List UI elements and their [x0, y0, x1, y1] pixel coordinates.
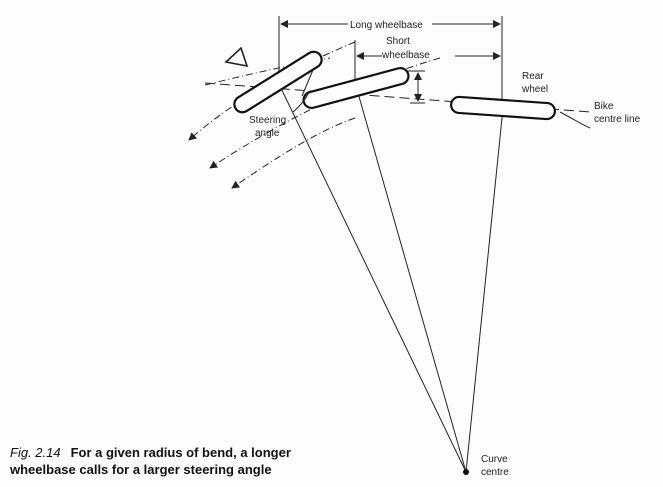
figure-caption-line-1: Fig. 2.14 For a given radius of bend, a … — [10, 444, 291, 461]
curve-centre-point — [463, 469, 469, 475]
steering-angle-label-2: angle — [255, 128, 280, 139]
rear-wheel — [450, 95, 556, 121]
offset-dimension — [405, 70, 425, 104]
bike-centre-label-1: Bike — [594, 101, 614, 112]
curve-centre-label-2: centre — [481, 467, 509, 478]
direction-triangle-icon — [224, 46, 249, 68]
rear-wheel-path — [231, 117, 356, 189]
long-front-wheel — [233, 50, 323, 114]
radius-lines — [277, 57, 504, 473]
caption-text-1: For a given radius of bend, a longer — [71, 445, 291, 460]
rear-wheel-label-1: Rear — [522, 71, 544, 82]
steering-angle-arc — [292, 93, 309, 113]
long-wheelbase-label: Long wheelbase — [350, 20, 423, 31]
bike-centre-label-2: centre line — [594, 114, 641, 125]
front-wheel-path-short — [209, 57, 441, 169]
short-front-wheel — [302, 66, 410, 110]
figure-number: Fig. 2.14 — [10, 445, 61, 460]
curve-centre-label-1: Curve — [481, 454, 508, 465]
figure-caption-line-2: wheelbase calls for a larger steering an… — [9, 462, 272, 477]
front-wheel-path-long — [188, 41, 356, 141]
rear-wheel-label-2: wheel — [521, 84, 548, 95]
steering-angle-label-1: Steering — [249, 115, 286, 126]
short-wheelbase-label-2: wheelbase — [381, 50, 430, 61]
bike-centre-line-leader — [559, 111, 591, 129]
short-wheelbase-label-1: Short — [386, 36, 410, 47]
